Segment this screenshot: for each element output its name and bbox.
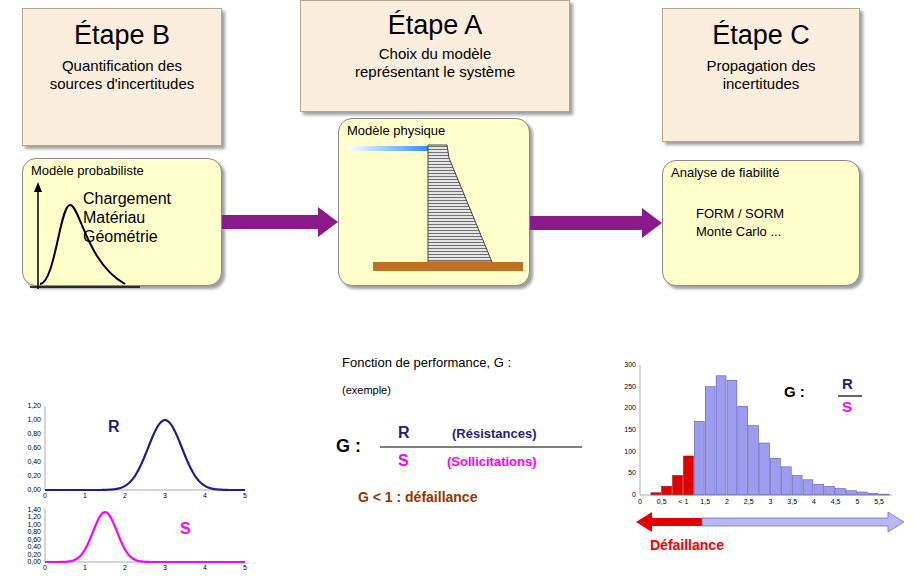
axis-tick: 1,20 [27, 513, 41, 521]
axis-tick: 1,5 [700, 498, 710, 506]
formula-text: S [398, 452, 409, 470]
axis-tick: 0,60 [27, 444, 41, 452]
axis-tick: 50 [628, 469, 636, 477]
formula-text: G : [336, 437, 361, 457]
axis-tick: 1,20 [27, 402, 41, 410]
box-body: FORM / SORM Monte Carlo ... [696, 205, 796, 241]
axis-tick: 1 [83, 564, 87, 572]
axis-tick: 100 [624, 448, 636, 456]
axis-tick: 0 [43, 492, 47, 500]
axis-tick: 0,60 [27, 536, 41, 544]
fraction-line [380, 446, 582, 447]
axis-tick: 2 [123, 492, 127, 500]
axis-tick: 2 [123, 564, 127, 572]
box-title: Étape A [388, 9, 483, 41]
axis-tick: 0,40 [27, 543, 41, 551]
axis-tick: 0,00 [27, 558, 41, 566]
formula-text: S [180, 520, 191, 538]
axis-tick: 0,40 [27, 458, 41, 466]
density-sketch [30, 182, 140, 289]
box-body: Chargement Matériau Géométrie [83, 189, 193, 247]
axis-tick: 0,20 [27, 472, 41, 480]
axis-tick: 1 [83, 492, 87, 500]
axis-tick: < 1 [679, 498, 689, 506]
step-header: Étape A Choix du modèle représentant le s… [300, 0, 570, 112]
axis-tick: 3 [163, 492, 167, 500]
box-title: Étape B [74, 19, 170, 51]
axis-tick: 4 [203, 492, 207, 500]
formula-text: R [398, 424, 410, 442]
step-header: Étape B Quantification des sources d'ince… [22, 8, 222, 146]
formula-text: (exemple) [342, 384, 391, 396]
box-title: Étape C [712, 19, 810, 51]
box-body: Choix du modèle représentant le système [340, 45, 530, 81]
axis-tick: 5 [243, 492, 247, 500]
axis-tick: 3 [768, 498, 772, 506]
axis-tick: 1,00 [27, 416, 41, 424]
failure-arrow [636, 512, 904, 532]
histogram [640, 365, 892, 495]
flow-arrow [530, 208, 662, 238]
axis-tick: 0 [638, 498, 642, 506]
formula-text: R [842, 376, 853, 393]
axis-tick: 0 [632, 491, 636, 499]
box-body: Quantification des sources d'incertitude… [37, 57, 207, 93]
formula-text: G : [784, 384, 805, 401]
axis-tick: 4,5 [831, 498, 841, 506]
s-chart [45, 509, 245, 562]
formula-text: G < 1 : défaillance [358, 490, 477, 505]
model-box: Analyse de fiabilitéFORM / SORM Monte Ca… [662, 160, 860, 286]
formula-text: (Sollicitations) [447, 455, 537, 469]
formula-text: Fonction de performance, G : [342, 356, 511, 370]
formula-text: (Résistances) [452, 427, 537, 441]
box-title: Analyse de fiabilité [671, 165, 851, 181]
axis-tick: 5,5 [874, 498, 884, 506]
flow-arrow [222, 207, 338, 237]
axis-tick: 5 [855, 498, 859, 506]
axis-tick: 0 [43, 564, 47, 572]
axis-tick: 1,00 [27, 521, 41, 529]
axis-tick: 150 [624, 426, 636, 434]
axis-tick: 3,5 [787, 498, 797, 506]
axis-tick: 0,5 [657, 498, 667, 506]
r-chart [45, 406, 245, 490]
dam-drawing [348, 145, 523, 271]
axis-tick: 2 [725, 498, 729, 506]
axis-tick: 250 [624, 383, 636, 391]
axis-tick: 1,40 [27, 506, 41, 514]
box-title: Modèle physique [347, 123, 521, 139]
formula-text: R [108, 418, 120, 436]
box-body: Propagation des incertitudes [686, 57, 836, 93]
axis-tick: 0,20 [27, 551, 41, 559]
axis-tick: 0,00 [27, 486, 41, 494]
axis-tick: 200 [624, 404, 636, 412]
axis-tick: 300 [624, 361, 636, 369]
axis-tick: 4 [812, 498, 816, 506]
axis-tick: 3 [163, 564, 167, 572]
axis-tick: 2,5 [744, 498, 754, 506]
step-header: Étape C Propagation des incertitudes [662, 8, 860, 142]
axis-tick: 5 [243, 564, 247, 572]
axis-tick: 4 [203, 564, 207, 572]
axis-tick: 0,80 [27, 528, 41, 536]
axis-tick: 0,80 [27, 430, 41, 438]
formula-text: Défaillance [650, 538, 724, 553]
box-title: Modèle probabiliste [31, 163, 213, 179]
formula-text: S [842, 399, 852, 416]
fraction-line [838, 395, 862, 396]
